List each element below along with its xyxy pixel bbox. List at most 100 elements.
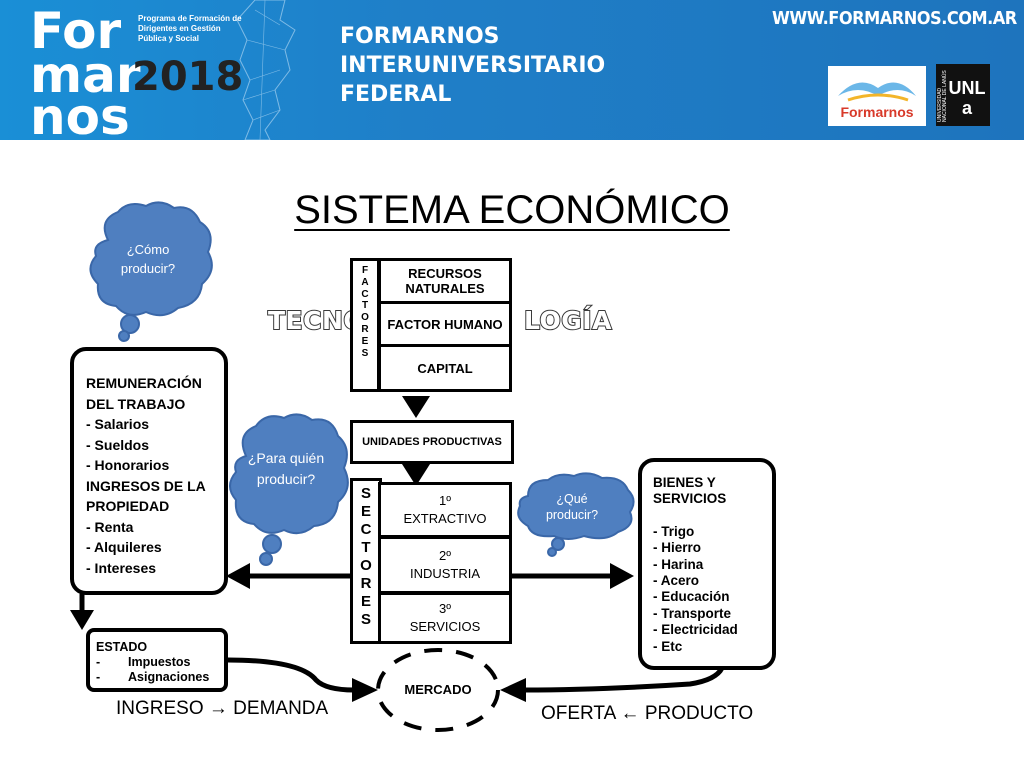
unla-logo-text: UNLa bbox=[948, 78, 986, 118]
program-year: 2018 bbox=[132, 54, 244, 100]
formarnos-logo: Formarnos bbox=[828, 66, 926, 126]
estado-item: -Asignaciones bbox=[96, 670, 210, 684]
factor-recursos-naturales-label: RECURSOS NATURALES bbox=[405, 266, 485, 296]
bienes-item: - Harina bbox=[653, 556, 704, 572]
vertical-letter: E bbox=[360, 593, 371, 610]
argentina-map-graphic bbox=[236, 0, 296, 140]
factor-humano-label: FACTOR HUMANO bbox=[387, 316, 503, 332]
vertical-letter: R bbox=[360, 575, 372, 592]
header-banner: For mar nos Programa de Formación de Dir… bbox=[0, 0, 1024, 140]
arrow-left-head bbox=[226, 563, 250, 589]
program-description: Programa de Formación de Dirigentes en G… bbox=[138, 14, 242, 43]
ingreso-demanda-label: INGRESO → DEMANDA bbox=[116, 698, 329, 719]
remuneracion-line: - Alquileres bbox=[86, 539, 162, 555]
bienes-item: - Electricidad bbox=[653, 622, 738, 638]
unidades-productivas-label: UNIDADES PRODUCTIVAS bbox=[362, 436, 502, 448]
sector-servicios: 3º SERVICIOS bbox=[378, 592, 512, 644]
arrow-estado-to-mercado bbox=[227, 657, 355, 693]
remuneracion-line: - Renta bbox=[86, 518, 134, 535]
vertical-letter: E bbox=[361, 335, 369, 347]
vertical-letter: S bbox=[360, 485, 371, 502]
bienes-head: BIENES Y bbox=[653, 475, 716, 490]
logo-line-2: mar bbox=[30, 46, 141, 104]
estado-box: ESTADO -Impuestos -Asignaciones bbox=[86, 628, 228, 692]
bubble-text-para-quien: ¿Para quién producir? bbox=[247, 450, 325, 487]
arrow-bienes-to-mercado bbox=[523, 666, 725, 693]
vertical-letter: S bbox=[361, 347, 369, 359]
logo-line-1: For bbox=[30, 2, 122, 60]
bubble-text-que: ¿Qué producir? bbox=[545, 492, 599, 522]
vertical-letter: R bbox=[361, 323, 369, 335]
sector-industria-name: INDUSTRIA bbox=[409, 566, 481, 581]
sector-servicios-num: 3º bbox=[439, 601, 451, 616]
vertical-letter: T bbox=[361, 539, 371, 556]
thought-bubble-que bbox=[517, 472, 635, 557]
estado-list: ESTADO -Impuestos -Asignaciones bbox=[96, 640, 224, 685]
factor-capital-label: CAPITAL bbox=[417, 360, 473, 376]
bienes-item: - Trigo bbox=[653, 523, 695, 539]
bienes-item: - Transporte bbox=[653, 605, 732, 621]
vertical-letter: A bbox=[361, 276, 369, 288]
estado-item: -Impuestos bbox=[96, 655, 191, 669]
vertical-letter: C bbox=[360, 521, 372, 538]
remuneracion-line: - Intereses bbox=[86, 559, 157, 576]
estado-title: ESTADO bbox=[96, 640, 148, 654]
arrow-right-head bbox=[610, 563, 634, 589]
vertical-letter: O bbox=[361, 312, 369, 324]
bienes-item: - Hierro bbox=[653, 540, 702, 556]
formarnos-logo-graphic bbox=[838, 82, 916, 102]
vertical-letter: F bbox=[361, 265, 369, 276]
header-title-line-2: INTERUNIVERSITARIO bbox=[340, 53, 606, 78]
vertical-letter: T bbox=[361, 300, 369, 312]
vertical-letter: E bbox=[360, 503, 371, 520]
arrow-head-mercado-left bbox=[352, 678, 378, 702]
arrow-down-head-3 bbox=[70, 610, 94, 630]
remuneracion-list: REMUNERACIÓN DEL TRABAJO - Salarios - Su… bbox=[86, 373, 224, 578]
bubble-text-como: ¿Cómo producir? bbox=[120, 242, 176, 276]
remuneracion-line: REMUNERACIÓN bbox=[86, 375, 202, 391]
factor-capital: CAPITAL bbox=[378, 344, 512, 392]
sector-extractivo: 1º EXTRACTIVO bbox=[378, 482, 512, 538]
remuneracion-line: PROPIEDAD bbox=[86, 498, 170, 514]
unla-logo: UNIVERSIDAD NACIONAL DE LANÚS UNLa bbox=[936, 64, 990, 126]
mercado-ellipse bbox=[376, 648, 500, 732]
logia-label: LOGÍA bbox=[523, 305, 612, 336]
factor-recursos-naturales: RECURSOS NATURALES bbox=[378, 258, 512, 304]
logo-line-3: nos bbox=[30, 88, 130, 140]
header-title-line-1: FORMARNOS bbox=[340, 24, 500, 49]
remuneracion-line: - Sueldos bbox=[86, 436, 150, 453]
thought-bubble-como bbox=[89, 201, 213, 342]
bienes-list: BIENES Y SERVICIOS - Trigo - Hierro - Ha… bbox=[653, 475, 772, 655]
remuneracion-line: DEL TRABAJO bbox=[86, 395, 186, 412]
bienes-item: - Educación bbox=[653, 589, 730, 605]
oferta-producto-label: OFERTA ← PRODUCTO bbox=[541, 703, 754, 724]
arrow-head-mercado-right bbox=[500, 678, 526, 702]
bienes-item: - Acero bbox=[653, 573, 700, 589]
website-url[interactable]: WWW.FORMARNOS.COM.AR bbox=[772, 8, 1017, 29]
sector-extractivo-num: 1º bbox=[439, 493, 451, 508]
sector-industria-num: 2º bbox=[439, 548, 451, 563]
formarnos-logo-text: Formarnos bbox=[840, 104, 914, 120]
sector-industria: 2º INDUSTRIA bbox=[378, 536, 512, 594]
tecno-label: TECNO bbox=[267, 305, 366, 336]
unidades-productivas-box: UNIDADES PRODUCTIVAS bbox=[350, 420, 514, 464]
factor-humano: FACTOR HUMANO bbox=[378, 301, 512, 347]
arrow-down-head-2 bbox=[402, 464, 430, 486]
remuneracion-line: - Honorarios bbox=[86, 457, 170, 473]
header-title: FORMARNOS INTERUNIVERSITARIO FEDERAL bbox=[340, 22, 605, 109]
bienes-head: SERVICIOS bbox=[653, 491, 727, 507]
estado-item-label: Impuestos bbox=[128, 655, 191, 669]
remuneracion-box: REMUNERACIÓN DEL TRABAJO - Salarios - Su… bbox=[70, 347, 228, 595]
vertical-letter: S bbox=[360, 611, 371, 628]
remuneracion-line: INGRESOS DE LA bbox=[86, 477, 206, 494]
thought-bubble-para-quien bbox=[229, 413, 349, 566]
vertical-letter: C bbox=[361, 288, 369, 300]
bienes-servicios-box: BIENES Y SERVICIOS - Trigo - Hierro - Ha… bbox=[638, 458, 776, 670]
sector-extractivo-name: EXTRACTIVO bbox=[403, 511, 487, 526]
bienes-spacer bbox=[653, 508, 772, 524]
bienes-item: - Etc bbox=[653, 638, 683, 654]
